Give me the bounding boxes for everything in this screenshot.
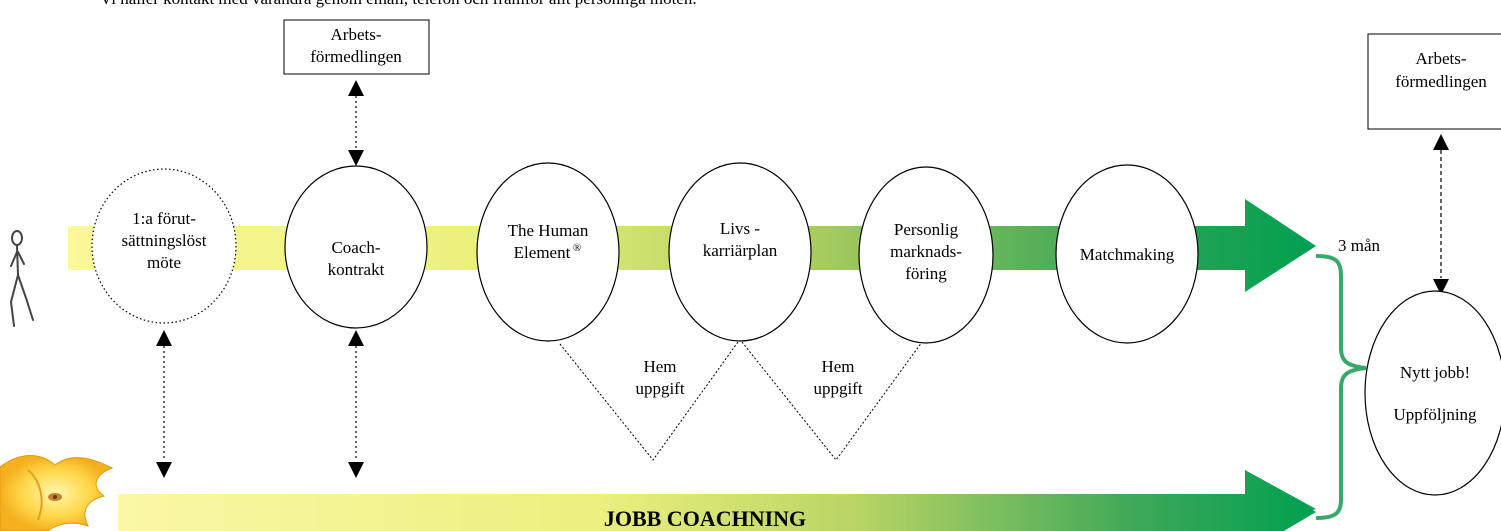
step-1-line2: sättningslöst (121, 231, 206, 250)
step-6-ellipse (1055, 164, 1199, 344)
arrowhead-down (348, 150, 364, 166)
arbetsformedlingen-box-1-line1: Arbets- (331, 25, 382, 44)
step-5-ellipse (858, 166, 994, 344)
homework-1-line1: Hem (643, 357, 676, 376)
arrowhead-down (156, 462, 172, 478)
homework-2-line2: uppgift (813, 379, 862, 398)
arrowhead-up (348, 80, 364, 96)
arrowhead-down (1433, 279, 1449, 295)
step-5-line2: marknads- (890, 242, 962, 261)
step-3-line2: Element (514, 243, 571, 262)
arbetsformedlingen-box-2 (1367, 33, 1501, 130)
step-2-line2: kontrakt (328, 260, 385, 279)
step-5-line1: Personlig (894, 220, 959, 239)
arbetsformedlingen-box-2-line1: Arbets- (1416, 49, 1467, 68)
step-1-line1: 1:a förut- (132, 209, 196, 228)
step-4-line2: karriärplan (703, 241, 778, 260)
step-6-line1: Matchmaking (1080, 245, 1175, 264)
walking-person-icon (9, 230, 34, 327)
step-4-ellipse (668, 162, 812, 342)
step-3-line1: The Human (508, 221, 589, 240)
step-1-ellipse (91, 168, 237, 324)
arbetsformedlingen-box-1 (283, 19, 430, 75)
result-line1: Nytt jobb! (1400, 363, 1470, 382)
duration-label: 3 mån (1338, 236, 1381, 255)
sun-coach-icon (0, 455, 114, 531)
arrowhead-down (348, 462, 364, 478)
arrowhead-up (156, 330, 172, 346)
homework-2-line1: Hem (821, 357, 854, 376)
result-brace (1315, 254, 1367, 520)
homework-lines (559, 341, 923, 461)
result-ellipse (1364, 290, 1501, 496)
homework-1-line2: uppgift (635, 379, 684, 398)
arbetsformedlingen-box-2-line2: förmedlingen (1395, 72, 1487, 91)
arrowhead-up (348, 330, 364, 346)
step-5-line3: föring (905, 264, 947, 283)
step-3-ellipse (476, 162, 620, 342)
step-3-registered-mark: ® (573, 242, 581, 254)
step-2-ellipse (284, 165, 428, 329)
arbetsformedlingen-box-1-line2: förmedlingen (310, 47, 402, 66)
bottom-arrow-label: JOBB COACHNING (604, 506, 806, 531)
step-1-line3: möte (147, 253, 181, 272)
result-line2: Uppföljning (1393, 405, 1477, 424)
step-4-line1: Livs - (720, 219, 760, 238)
bottom-process-arrow-fill (118, 470, 1316, 531)
arrowhead-up (1433, 134, 1449, 150)
step-2-line1: Coach- (331, 238, 380, 257)
intro-text: Vi håller kontakt med varandra genom ema… (100, 0, 697, 8)
